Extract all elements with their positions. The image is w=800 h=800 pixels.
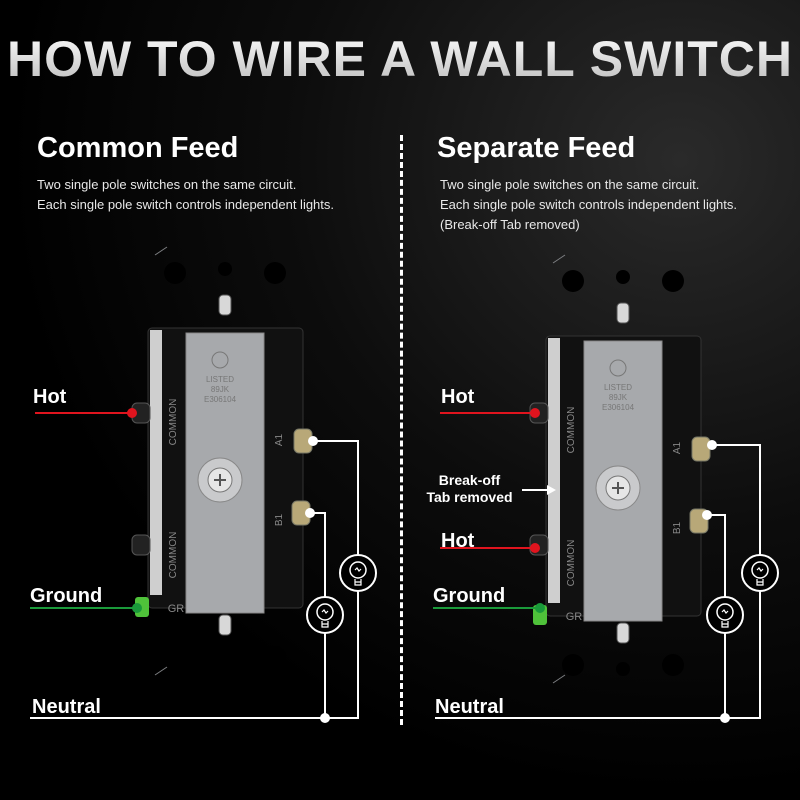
bulb-glass	[716, 603, 734, 621]
screw-slot	[214, 474, 226, 486]
hot-label: Hot	[33, 386, 67, 408]
bulb-circle	[339, 554, 377, 592]
ul-code-text: 89JK	[211, 385, 230, 394]
desc-line: Two single pole switches on the same cir…	[440, 177, 700, 192]
bulb-base	[354, 567, 362, 586]
common-feed-heading: Common Feed	[37, 132, 239, 164]
strap-screw	[218, 614, 232, 636]
mounting-strap-ear	[154, 246, 168, 256]
gr-marking: GR	[566, 611, 583, 623]
breakoff-tab-label: Break-off Tab removed	[412, 472, 527, 506]
neutral-junction-dot	[720, 713, 730, 723]
mounting-hole	[616, 270, 630, 284]
hot-label-2: Hot	[441, 530, 475, 552]
ul-mark	[211, 351, 229, 369]
strap-screw	[218, 294, 232, 316]
gr-marking: GR	[168, 603, 185, 615]
common-feed-description: Two single pole switches on the same cir…	[37, 175, 334, 215]
desc-line: Each single pole switch controls indepen…	[37, 197, 335, 212]
mounting-hole	[218, 262, 232, 276]
ul-mark	[609, 359, 627, 377]
breakoff-line: Break-off	[438, 472, 501, 488]
separate-feed-heading: Separate Feed	[437, 132, 636, 164]
divider	[400, 135, 403, 725]
light-bulb-icon	[706, 596, 744, 634]
desc-line: Each single pole switch controls indepen…	[440, 197, 738, 212]
switch-side-frame	[150, 330, 162, 595]
common-marking: COMMON	[168, 532, 179, 579]
a1-connection-dot	[308, 436, 318, 446]
brass-terminal-screw	[691, 436, 711, 462]
bulb-circle	[306, 596, 344, 634]
bulb-circle	[741, 554, 779, 592]
page-title: HOW TO WIRE A WALL SWITCH	[0, 30, 800, 88]
ground-label: Ground	[30, 585, 103, 607]
strap-screw	[616, 622, 630, 644]
b1-connection-dot	[702, 510, 712, 520]
mounting-strap-ear	[154, 666, 168, 676]
hot-label: Hot	[441, 386, 475, 408]
neutral-label: Neutral	[435, 696, 504, 718]
b1-marking: B1	[274, 513, 285, 526]
separate-feed-description: Two single pole switches on the same cir…	[440, 175, 737, 235]
switch-side-frame	[548, 338, 560, 603]
ul-file-text: E306104	[204, 395, 237, 404]
breakoff-line: Tab removed	[426, 489, 513, 505]
b1-connection-dot	[305, 508, 315, 518]
ul-listed-text: LISTED	[604, 383, 632, 392]
mounting-hole	[264, 646, 286, 668]
mounting-strap-ear	[552, 254, 566, 264]
bulb-glass	[316, 603, 334, 621]
a1-marking: A1	[672, 441, 683, 454]
light-bulb-icon	[306, 596, 344, 634]
light-bulb-icon	[741, 554, 779, 592]
mounting-hole	[218, 654, 232, 668]
ground-connection-dot	[535, 603, 545, 613]
a1-connection-dot	[707, 440, 717, 450]
bulb-base	[321, 609, 329, 628]
light-bulb-icon	[339, 554, 377, 592]
common-marking: COMMON	[168, 399, 179, 446]
mounting-strap-ear	[552, 674, 566, 684]
b1-load-wire	[707, 514, 726, 718]
common-terminal-screw	[131, 534, 151, 556]
a1-marking: A1	[274, 433, 285, 446]
bulb-base	[756, 567, 764, 586]
ul-code-text: 89JK	[609, 393, 628, 402]
desc-line: (Break-off Tab removed)	[440, 217, 580, 232]
mounting-hole	[662, 270, 684, 292]
bulb-circle	[706, 596, 744, 634]
mounting-hole	[264, 262, 286, 284]
bulb-glass	[349, 561, 367, 579]
strap-screw	[616, 302, 630, 324]
bulb-base	[721, 609, 729, 628]
neutral-junction-dot	[320, 713, 330, 723]
ul-listed-text: LISTED	[206, 375, 234, 384]
mounting-hole	[662, 654, 684, 676]
bulb-glass	[751, 561, 769, 579]
breakoff-arrow-head	[547, 485, 556, 495]
common-marking: COMMON	[566, 540, 577, 587]
b1-marking: B1	[672, 521, 683, 534]
ground-label: Ground	[433, 585, 506, 607]
hot-connection-dot	[127, 408, 137, 418]
mounting-hole	[562, 654, 584, 676]
mounting-hole	[562, 270, 584, 292]
mounting-hole	[164, 262, 186, 284]
mounting-hole	[164, 646, 186, 668]
desc-line: Two single pole switches on the same cir…	[37, 177, 297, 192]
screw-slot	[612, 482, 624, 494]
hot-connection-dot	[530, 408, 540, 418]
common-marking: COMMON	[566, 407, 577, 454]
ul-file-text: E306104	[602, 403, 635, 412]
neutral-label: Neutral	[32, 696, 101, 718]
mounting-hole	[616, 662, 630, 676]
ground-connection-dot	[132, 603, 142, 613]
hot-connection-dot-2	[530, 543, 540, 553]
